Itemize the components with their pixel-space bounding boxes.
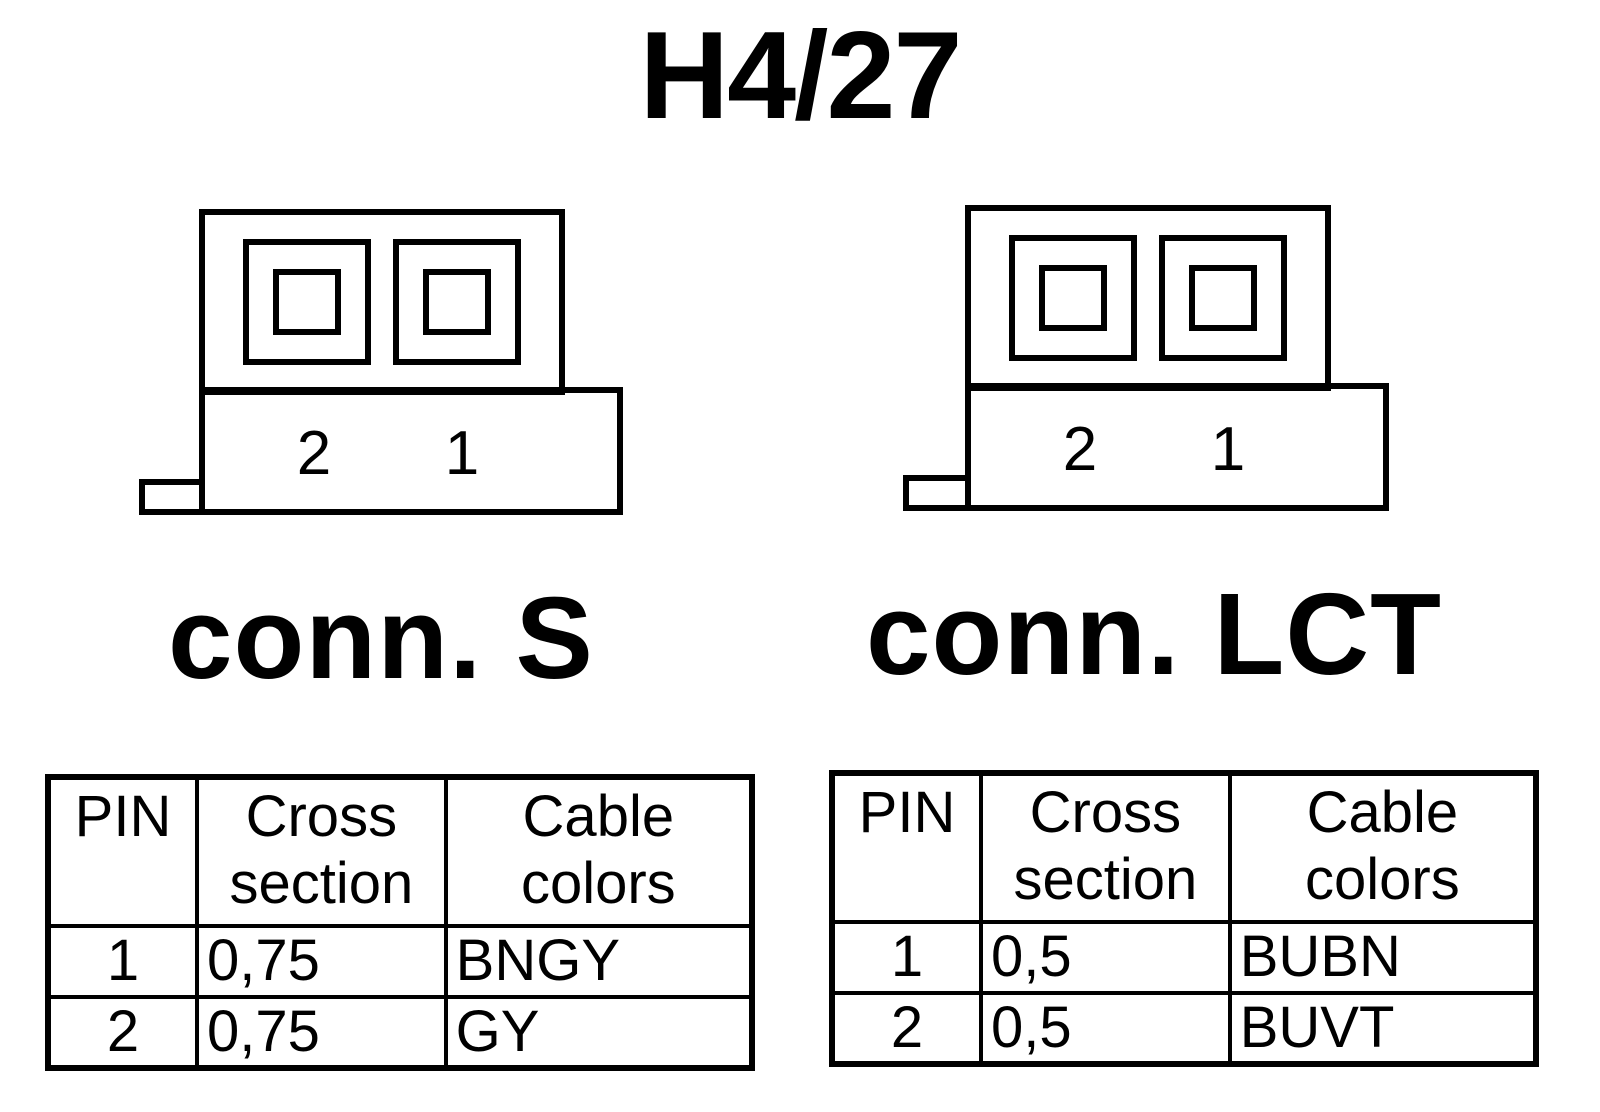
connector-s-pin-label-2: 2 [297, 419, 331, 488]
pin-header: PIN [45, 775, 200, 928]
connector-lct-latch [903, 475, 971, 511]
cross-section-cell: 0,5 [979, 920, 1232, 995]
connector-s-housing-base [199, 387, 623, 515]
pin-cell: 2 [45, 994, 200, 1071]
cross-section-header: Cross section [979, 771, 1232, 924]
table-row: 1 0,75 BNGY [45, 924, 755, 999]
connector-lct-drawing [903, 205, 1389, 511]
pin-cell: 2 [829, 990, 984, 1067]
table-row: 2 0,75 GY [45, 994, 755, 1071]
diagram-title: H4/27 [639, 7, 963, 145]
cable-color-cell: BUVT [1227, 990, 1539, 1067]
connector-s-latch [139, 479, 205, 515]
connector-s-pin-table: PIN Cross section Cable colors 1 0,75 BN… [45, 774, 755, 1072]
table-row: 2 0,5 BUVT [829, 990, 1539, 1067]
cable-color-cell: GY [443, 994, 755, 1071]
table-header-row: PIN Cross section Cable colors [829, 771, 1539, 924]
cable-colors-header: Cable colors [443, 775, 755, 928]
cable-color-cell: BUBN [1227, 920, 1539, 995]
connector-s-pin-1-contact [423, 269, 491, 335]
connector-s-pin-1-socket [393, 239, 521, 365]
connector-lct-pin-label-1: 1 [1211, 415, 1245, 484]
cable-color-cell: BNGY [443, 924, 755, 999]
connector-lct-pin-1-contact [1189, 265, 1257, 331]
connector-s-pin-label-1: 1 [445, 419, 479, 488]
pin-header: PIN [829, 771, 984, 924]
connector-lct-pin-1-socket [1159, 235, 1287, 361]
connector-s-pin-2-socket [243, 239, 371, 365]
connector-lct-housing-base [965, 383, 1389, 511]
table-header-row: PIN Cross section Cable colors [45, 775, 755, 928]
connector-s-pin-2-contact [273, 269, 341, 335]
cable-colors-header: Cable colors [1227, 771, 1539, 924]
table-row: 1 0,5 BUBN [829, 920, 1539, 995]
connector-s-drawing [139, 209, 623, 515]
pin-cell: 1 [829, 920, 984, 995]
connector-lct-label: conn. LCT [866, 569, 1443, 699]
connector-lct-pin-label-2: 2 [1063, 415, 1097, 484]
connector-lct-pin-2-socket [1009, 235, 1137, 361]
connector-s-label: conn. S [168, 573, 594, 703]
connector-lct-pin-table: PIN Cross section Cable colors 1 0,5 BUB… [829, 770, 1539, 1068]
pin-cell: 1 [45, 924, 200, 999]
connector-drawings: 2 1 2 1 [139, 205, 1389, 515]
cross-section-cell: 0,75 [195, 994, 448, 1071]
connector-lct-pin-2-contact [1039, 265, 1107, 331]
cross-section-header: Cross section [195, 775, 448, 928]
cross-section-cell: 0,5 [979, 990, 1232, 1067]
cross-section-cell: 0,75 [195, 924, 448, 999]
